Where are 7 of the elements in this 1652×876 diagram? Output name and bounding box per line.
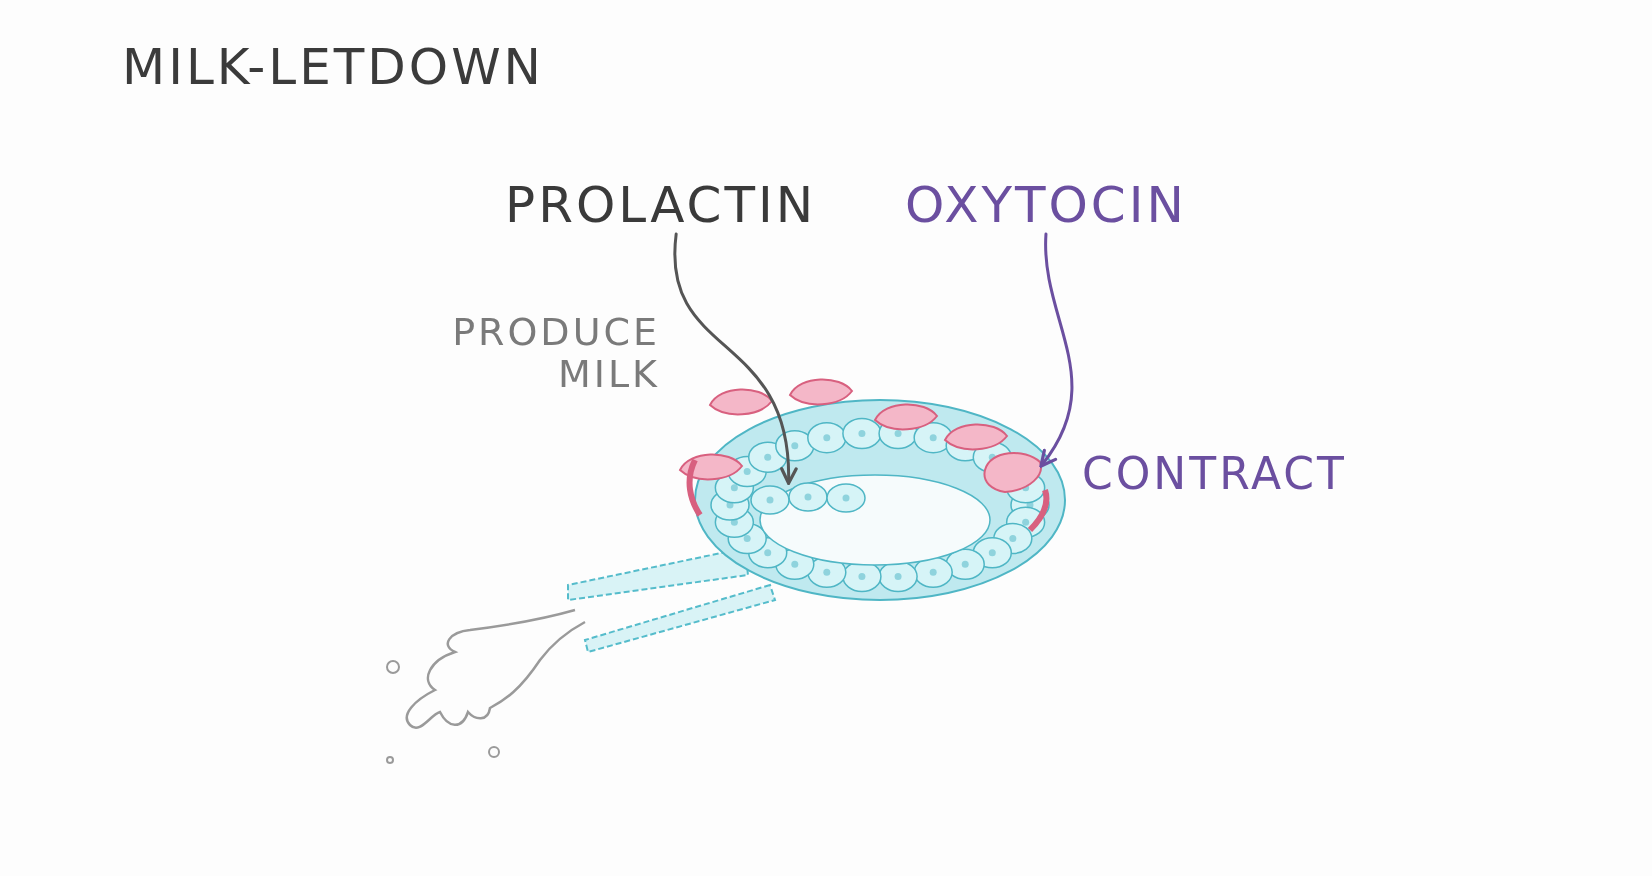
title: MILK-LETDOWN [122,40,544,95]
hormone-label: OXYTOCIN [905,178,1187,233]
hormone-label: PROLACTIN [505,178,817,233]
luminal-cells [750,482,866,515]
myoepithelial-cell [983,452,1042,493]
annotation-text: CONTRACT [1082,450,1347,499]
annotation-text: PRODUCE MILK [451,312,660,396]
